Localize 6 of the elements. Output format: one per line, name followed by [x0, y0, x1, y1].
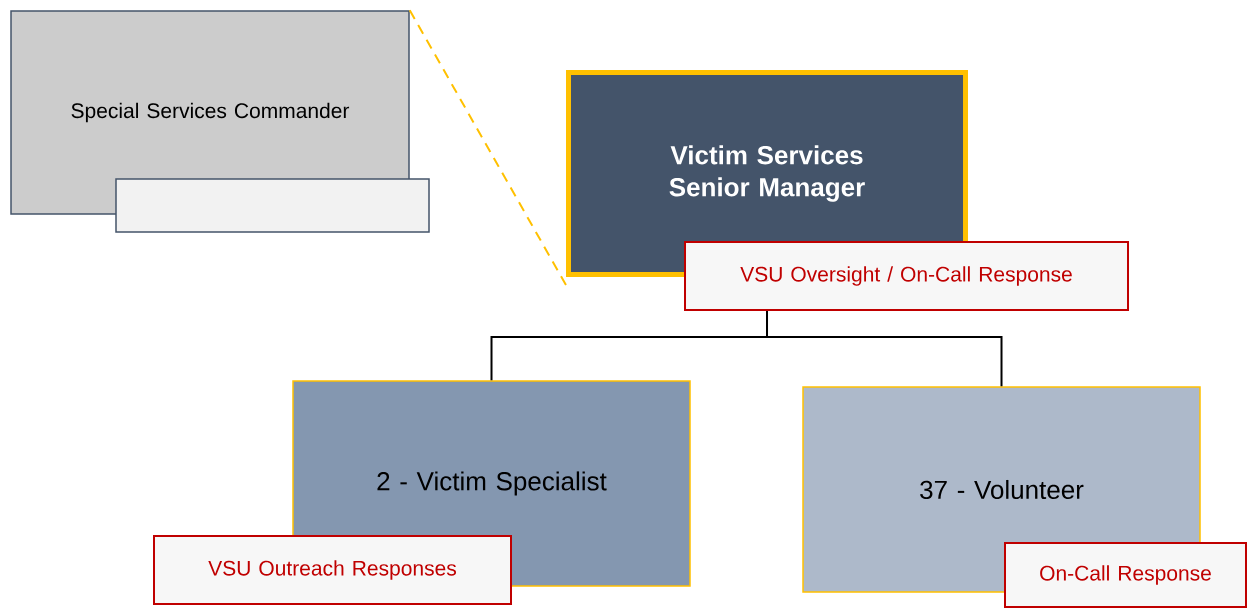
role-label-box: VSU Oversight / On-Call Response: [684, 241, 1129, 311]
connector-line: [408, 9, 567, 286]
connector-line: [766, 310, 1003, 388]
empty-box: [115, 178, 430, 233]
role-label-box: On-Call Response: [1004, 542, 1247, 608]
role-label-box: VSU Outreach Responses: [153, 535, 512, 605]
